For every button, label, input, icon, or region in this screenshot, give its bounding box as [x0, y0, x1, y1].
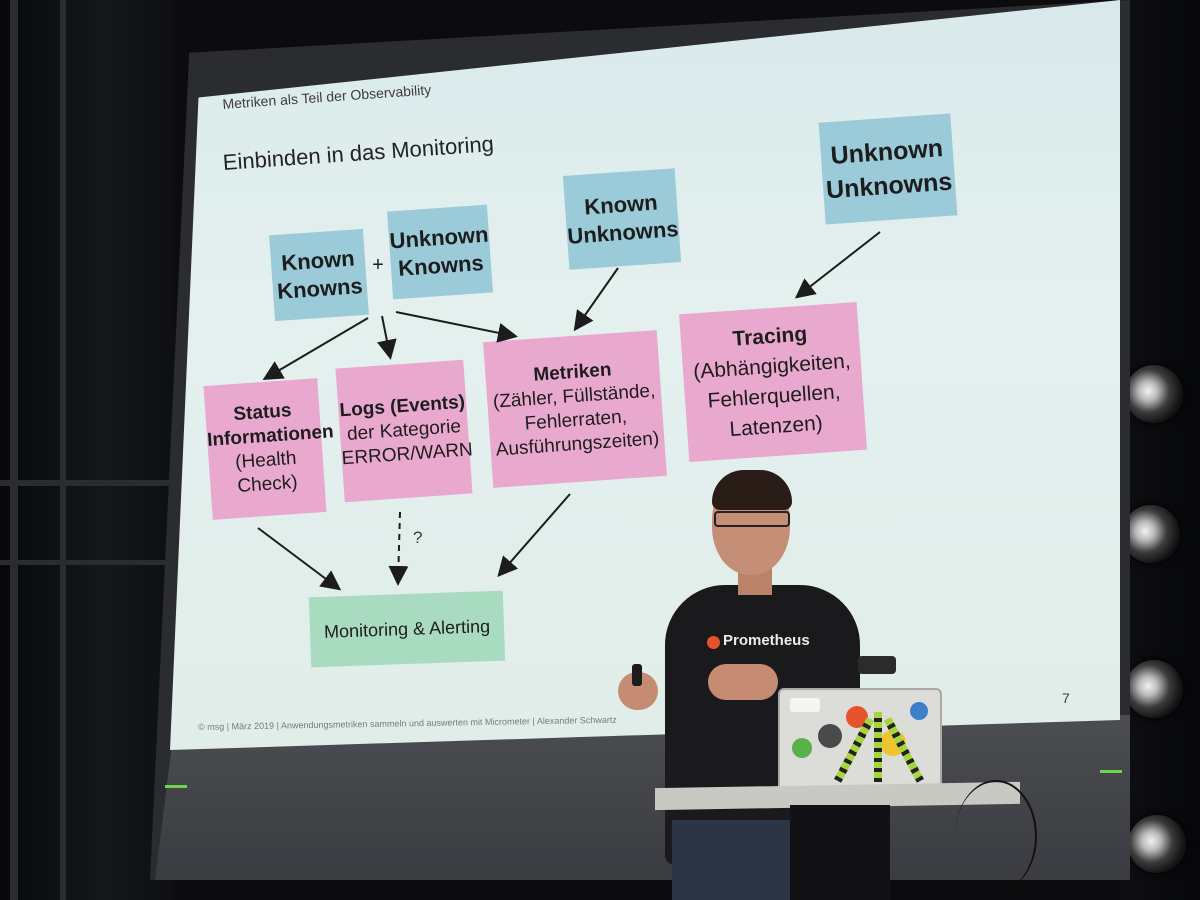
arrow-logs-to-monitoring: [388, 511, 409, 586]
truss-beam: [0, 560, 170, 565]
page-number: 7: [1062, 690, 1070, 706]
cable: [955, 780, 1037, 892]
webcam: [858, 656, 896, 674]
screen-marker: [1100, 770, 1122, 773]
question-mark: ?: [413, 528, 423, 547]
plus-label: +: [372, 254, 384, 276]
speaker-glasses: [714, 511, 790, 527]
arrow-known-to-metriken: [395, 311, 518, 343]
truss-beam: [10, 0, 18, 900]
arrow-metriken-to-monitoring: [497, 493, 571, 578]
arrow-known-to-status: [262, 317, 369, 381]
laptop-sticker: [910, 702, 928, 720]
stage-spotlight: [1122, 505, 1180, 563]
speaker-jeans: [672, 820, 797, 900]
presenter-clicker-icon: [632, 664, 642, 686]
stage-truss-left: [0, 0, 175, 900]
stage-spotlight: [1125, 660, 1183, 718]
plus-sign: +: [366, 250, 390, 280]
stage-truss-right: [1120, 0, 1200, 900]
lectern-stand: [790, 805, 890, 900]
screen-marker: [165, 785, 187, 788]
arrow-knownunknowns-to-metriken: [573, 267, 619, 332]
arrow-known-to-logs: [377, 315, 397, 360]
arrow-status-to-monitoring: [257, 527, 342, 591]
laptop-sticker: [790, 698, 820, 712]
laptop-sticker: [818, 724, 842, 748]
speaker-right-hand: [708, 664, 778, 700]
tripod-leg: [874, 712, 882, 782]
arrow-unknownunknowns-to-tracing: [794, 231, 881, 299]
prometheus-logo-icon: [707, 636, 720, 649]
truss-beam: [0, 480, 170, 486]
speaker-hair: [712, 470, 792, 510]
shirt-brand: Prometheus: [723, 632, 810, 649]
stage-spotlight: [1128, 815, 1186, 873]
laptop-sticker: [792, 738, 812, 758]
laptop-sticker: [846, 706, 868, 728]
truss-beam: [60, 0, 66, 900]
shirt-text: Prometheus: [703, 632, 810, 649]
stage-spotlight: [1125, 365, 1183, 423]
